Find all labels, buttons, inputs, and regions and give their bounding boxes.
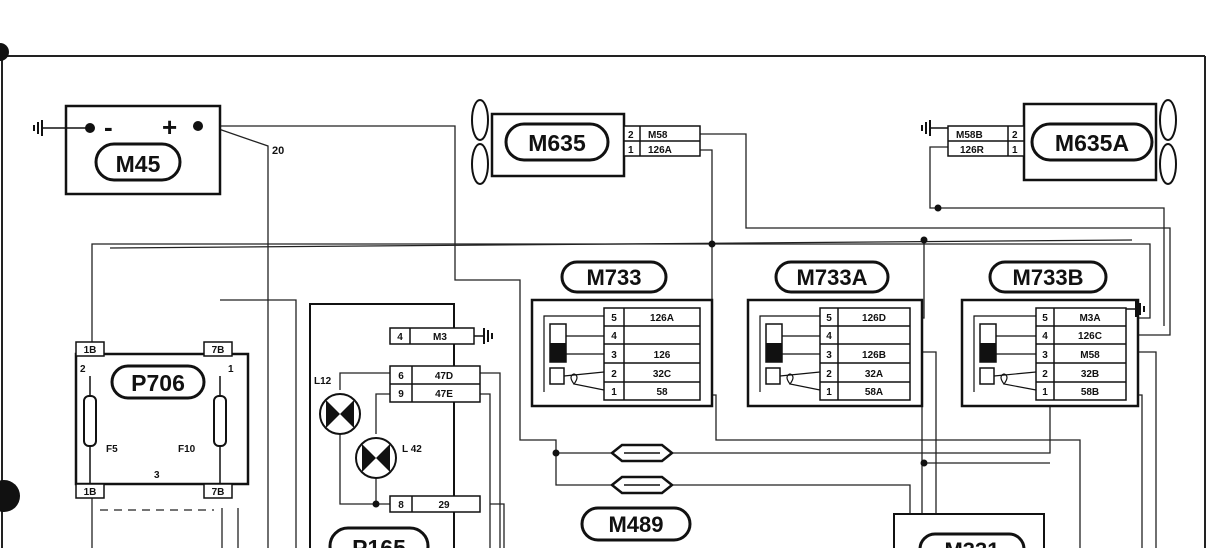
relay-m733a-pin2: 2 bbox=[826, 369, 832, 380]
panel-pin-4: 4 bbox=[397, 332, 403, 343]
relay-m733-pin5: 5 bbox=[611, 313, 617, 324]
panel-wire-47e: 47E bbox=[435, 389, 453, 400]
relay-m733b-wire1: 58B bbox=[1081, 387, 1099, 398]
relay-m733-pin1: 1 bbox=[611, 387, 617, 398]
panel-p165: 4 M3 6 47D 9 47E 8 29 L12 L 42 P165 bbox=[309, 303, 493, 548]
fan-m635a-pin1: 1 bbox=[1012, 145, 1018, 156]
relay-m733-pin2: 2 bbox=[611, 369, 617, 380]
relay-m733b-label: M733B bbox=[1013, 265, 1084, 290]
fan-m635a: M635A M58B 2 126R 1 bbox=[921, 99, 1177, 185]
fan-m635a-label: M635A bbox=[1055, 130, 1129, 156]
fuse-pair-m489: M489 bbox=[580, 443, 692, 542]
battery-m45: M45 - + 20 bbox=[33, 104, 284, 196]
lamp-l12-label: L12 bbox=[314, 376, 332, 387]
battery-wire-number: 20 bbox=[272, 145, 284, 157]
relay-m733a-wire2: 32A bbox=[865, 369, 883, 380]
partial-component-label: M331 bbox=[944, 538, 999, 548]
relay-m733a-pin1: 1 bbox=[826, 387, 832, 398]
junction-dots bbox=[372, 204, 942, 508]
relay-m733b-wire2: 32B bbox=[1081, 369, 1099, 380]
panel-wire-47d: 47D bbox=[435, 371, 453, 382]
relay-m733b: M733B 5 M3A 4 126C 3 M58 2 32B 1 58B bbox=[960, 260, 1145, 408]
relay-m733a-pin5: 5 bbox=[826, 313, 832, 324]
fan-m635a-wire1: 126R bbox=[960, 145, 985, 156]
panel-pin-9: 9 bbox=[398, 389, 404, 400]
battery-minus: - bbox=[104, 112, 113, 142]
relay-m733a-wire3: 126B bbox=[862, 350, 886, 361]
fusebox-terminal-tr: 7B bbox=[212, 345, 225, 356]
relay-m733a-pin4: 4 bbox=[826, 331, 832, 342]
relay-m733-wire2: 32C bbox=[653, 369, 671, 380]
fusebox-fuse-f10: F10 bbox=[178, 444, 196, 455]
battery-label: M45 bbox=[116, 151, 161, 177]
fan-m635-wire1: 126A bbox=[648, 145, 672, 156]
fan-m635-pin1: 1 bbox=[628, 145, 634, 156]
relay-m733b-wire5: M3A bbox=[1079, 313, 1100, 324]
fusebox-p706: 1B 7B 1B 7B P706 2 1 F5 F10 3 bbox=[74, 341, 250, 499]
relay-m733a-pin3: 3 bbox=[826, 350, 832, 361]
relay-m733-wire1: 58 bbox=[656, 387, 668, 398]
panel-pin-6: 6 bbox=[398, 371, 404, 382]
fusebox-label: P706 bbox=[131, 370, 185, 396]
relay-m733-wire3: 126 bbox=[654, 350, 671, 361]
relay-m733a-wire5: 126D bbox=[862, 313, 886, 324]
relay-m733a-wire1: 58A bbox=[865, 387, 883, 398]
relay-m733b-pin2: 2 bbox=[1042, 369, 1048, 380]
binding-hole-top bbox=[0, 43, 9, 61]
relay-m733b-wire3: M58 bbox=[1080, 350, 1100, 361]
relay-m733b-pin1: 1 bbox=[1042, 387, 1048, 398]
relay-m733b-wire4: 126C bbox=[1078, 331, 1102, 342]
fusebox-pin-3: 3 bbox=[154, 470, 160, 481]
partial-component: M331 bbox=[893, 513, 1045, 548]
lamp-l12 bbox=[319, 393, 361, 435]
relay-m733b-pin3: 3 bbox=[1042, 350, 1048, 361]
panel-wire-29: 29 bbox=[438, 500, 450, 511]
fusebox-terminal-bl: 1B bbox=[84, 487, 97, 498]
fan-m635-wire2: M58 bbox=[648, 130, 668, 141]
fan-m635: M635 2 M58 1 126A bbox=[471, 99, 701, 185]
relay-m733a-label: M733A bbox=[797, 265, 868, 290]
battery-plus: + bbox=[162, 112, 177, 142]
fusebox-pin-2: 2 bbox=[80, 364, 86, 375]
fusebox-terminal-br: 7B bbox=[212, 487, 225, 498]
fuse-pair-label: M489 bbox=[608, 512, 663, 537]
panel-wire-m3: M3 bbox=[433, 332, 447, 343]
panel-pin-8: 8 bbox=[398, 500, 404, 511]
relay-m733b-pin5: 5 bbox=[1042, 313, 1048, 324]
fusebox-fuse-f5: F5 bbox=[106, 444, 118, 455]
relay-m733b-pin4: 4 bbox=[1042, 331, 1048, 342]
lamp-l42-label: L 42 bbox=[402, 444, 422, 455]
fan-m635-pin2: 2 bbox=[628, 130, 634, 141]
lamp-l42 bbox=[355, 437, 397, 479]
relay-m733: M733 5 126A 4 3 126 2 32C 1 58 bbox=[530, 260, 714, 408]
fusebox-pin-1: 1 bbox=[228, 364, 234, 375]
page-frame bbox=[1, 55, 1206, 548]
relay-m733-label: M733 bbox=[586, 265, 641, 290]
fusebox-terminal-tl: 1B bbox=[84, 345, 97, 356]
fan-m635a-wire2: M58B bbox=[956, 130, 983, 141]
fan-m635-label: M635 bbox=[528, 130, 586, 156]
fan-m635a-pin2: 2 bbox=[1012, 130, 1018, 141]
relay-m733-wire5: 126A bbox=[650, 313, 674, 324]
binding-hole-bottom bbox=[0, 480, 20, 512]
panel-label: P165 bbox=[352, 535, 406, 548]
relay-m733-pin3: 3 bbox=[611, 350, 617, 361]
relay-m733a: M733A 5 126D 4 3 126B 2 32A 1 58A bbox=[746, 260, 924, 408]
relay-m733-pin4: 4 bbox=[611, 331, 617, 342]
